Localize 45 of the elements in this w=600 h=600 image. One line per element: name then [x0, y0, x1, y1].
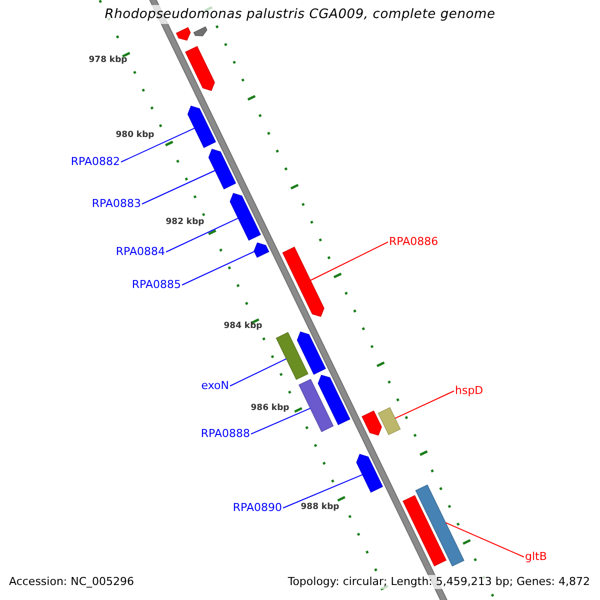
leader-line — [445, 522, 524, 558]
leader-line — [142, 170, 216, 204]
gene-segment — [402, 495, 447, 566]
leader-line — [120, 128, 196, 162]
gene-label: gltB — [525, 550, 547, 564]
gene-label: RPA0886 — [389, 235, 438, 249]
gene-label: RPA0882 — [70, 155, 120, 169]
gene-segment — [415, 484, 464, 567]
scale-label: 980 kbp — [116, 130, 154, 140]
gene-segment — [298, 378, 334, 432]
gene-segment — [230, 192, 261, 241]
gene-segment — [356, 454, 384, 493]
scale-label: 988 kbp — [300, 502, 340, 512]
gene-segment — [282, 246, 324, 317]
gene-label: RPA0883 — [92, 197, 141, 211]
gene-segment — [296, 332, 326, 375]
genome-info: Topology: circular; Length: 5,459,213 bp; Genes: 4,872 — [288, 575, 590, 589]
leader-line — [230, 358, 287, 386]
gene-label: RPA0888 — [200, 427, 250, 441]
scale-label: 984 kbp — [224, 321, 262, 331]
scale-label: 982 kbp — [166, 217, 204, 227]
gene-segment — [378, 407, 401, 436]
gene-segment — [276, 332, 308, 380]
gene-label: exoN — [201, 379, 229, 393]
gene-segment — [318, 374, 350, 426]
gene-segment — [254, 242, 270, 258]
leader-line — [166, 218, 239, 252]
leader-line — [394, 390, 454, 419]
scale-label: 986 kbp — [250, 403, 290, 413]
gene-segment — [208, 148, 236, 190]
gene-label: RPA0884 — [116, 245, 165, 259]
leader-line — [182, 251, 255, 286]
accession-label: Accession: NC_005296 — [9, 575, 134, 589]
scale-label: 978 kbp — [88, 55, 128, 65]
gene-label: RPA0890 — [232, 501, 282, 515]
leader-line — [282, 474, 363, 508]
gene-segment — [187, 106, 216, 148]
gene-segment — [193, 26, 208, 36]
gene-label: RPA0885 — [132, 278, 181, 292]
gene-segment — [185, 46, 215, 91]
leader-line — [310, 242, 388, 281]
gene-segment — [176, 27, 191, 41]
gene-label: hspD — [455, 384, 484, 398]
gene-segment — [362, 410, 382, 436]
leader-line — [250, 408, 311, 434]
